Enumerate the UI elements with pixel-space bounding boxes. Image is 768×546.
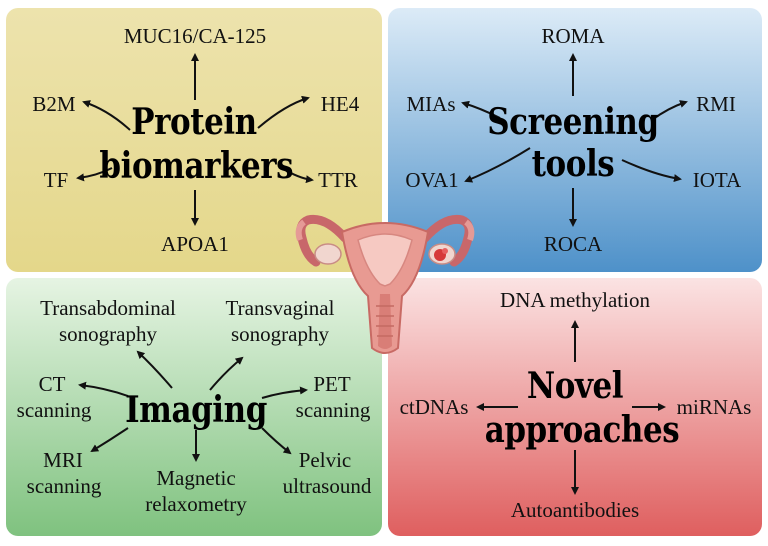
imaging-panel [6,278,382,536]
arrow-to-transabdominal [136,350,173,389]
protein-title-line1: Protein [131,101,257,143]
label-rmi: RMI [696,92,736,116]
arrow-to-ct [78,381,129,397]
label-ova1: OVA1 [405,168,459,192]
label-pelvic-line2: ultrasound [282,474,372,498]
label-roca: ROCA [543,232,603,256]
arrow-to-ttr [281,167,314,184]
label-magnetic-line1: Magnetic [156,466,236,490]
arrow-to-pet [261,386,308,399]
screening-title-line1: Screening [487,101,659,143]
label-transabdominal-line2: sonography [59,322,157,346]
novel-title-line2: approaches [484,409,680,451]
arrow-to-pelvic [261,427,292,455]
label-roma: ROMA [541,24,605,48]
label-mri-line1: MRI [43,448,83,472]
label-dna-methylation: DNA methylation [500,288,650,312]
protein-title-line2: biomarkers [99,145,294,187]
label-apoa1: APOA1 [161,232,229,256]
arrow-to-rmi [651,100,688,121]
label-he4: HE4 [320,92,360,116]
label-pet-line2: scanning [295,398,371,422]
label-ct-line2: scanning [16,398,92,422]
protein-biomarkers-panel [6,8,382,272]
arrow-to-iota [621,159,682,183]
label-tf: TF [43,168,69,192]
arrow-to-he4 [257,95,310,129]
label-mri-line2: scanning [26,474,102,498]
arrow-to-tf [76,167,113,182]
label-pet-line1: PET [313,372,351,396]
novel-title-line1: Novel [526,365,624,407]
screening-title-line2: tools [531,143,615,185]
label-ct-line1: CT [38,372,66,396]
label-ttr: TTR [318,168,358,192]
label-muc16: MUC16/CA-125 [123,24,267,48]
label-mirnas: miRNAs [676,395,752,419]
arrow-to-transvaginal [209,356,244,391]
arrow-to-b2m [82,100,131,131]
label-pelvic-line1: Pelvic [298,448,352,472]
arrow-to-mri [90,427,129,453]
label-transvaginal-line2: sonography [231,322,329,346]
uterus-icon [295,214,475,354]
label-iota: IOTA [692,168,742,192]
arrow-to-mias [461,100,501,119]
arrow-to-ova1 [464,147,531,183]
label-magnetic-line2: relaxometry [145,492,247,516]
label-b2m: B2M [32,92,76,116]
label-transvaginal-line1: Transvaginal [225,296,335,320]
label-transabdominal-line1: Transabdominal [40,296,176,320]
label-mias: MIAs [406,92,456,116]
screening-tools-panel [388,8,762,272]
label-autoantibodies: Autoantibodies [510,498,640,522]
label-ctdnas: ctDNAs [399,395,469,419]
imaging-title: Imaging [125,389,267,431]
